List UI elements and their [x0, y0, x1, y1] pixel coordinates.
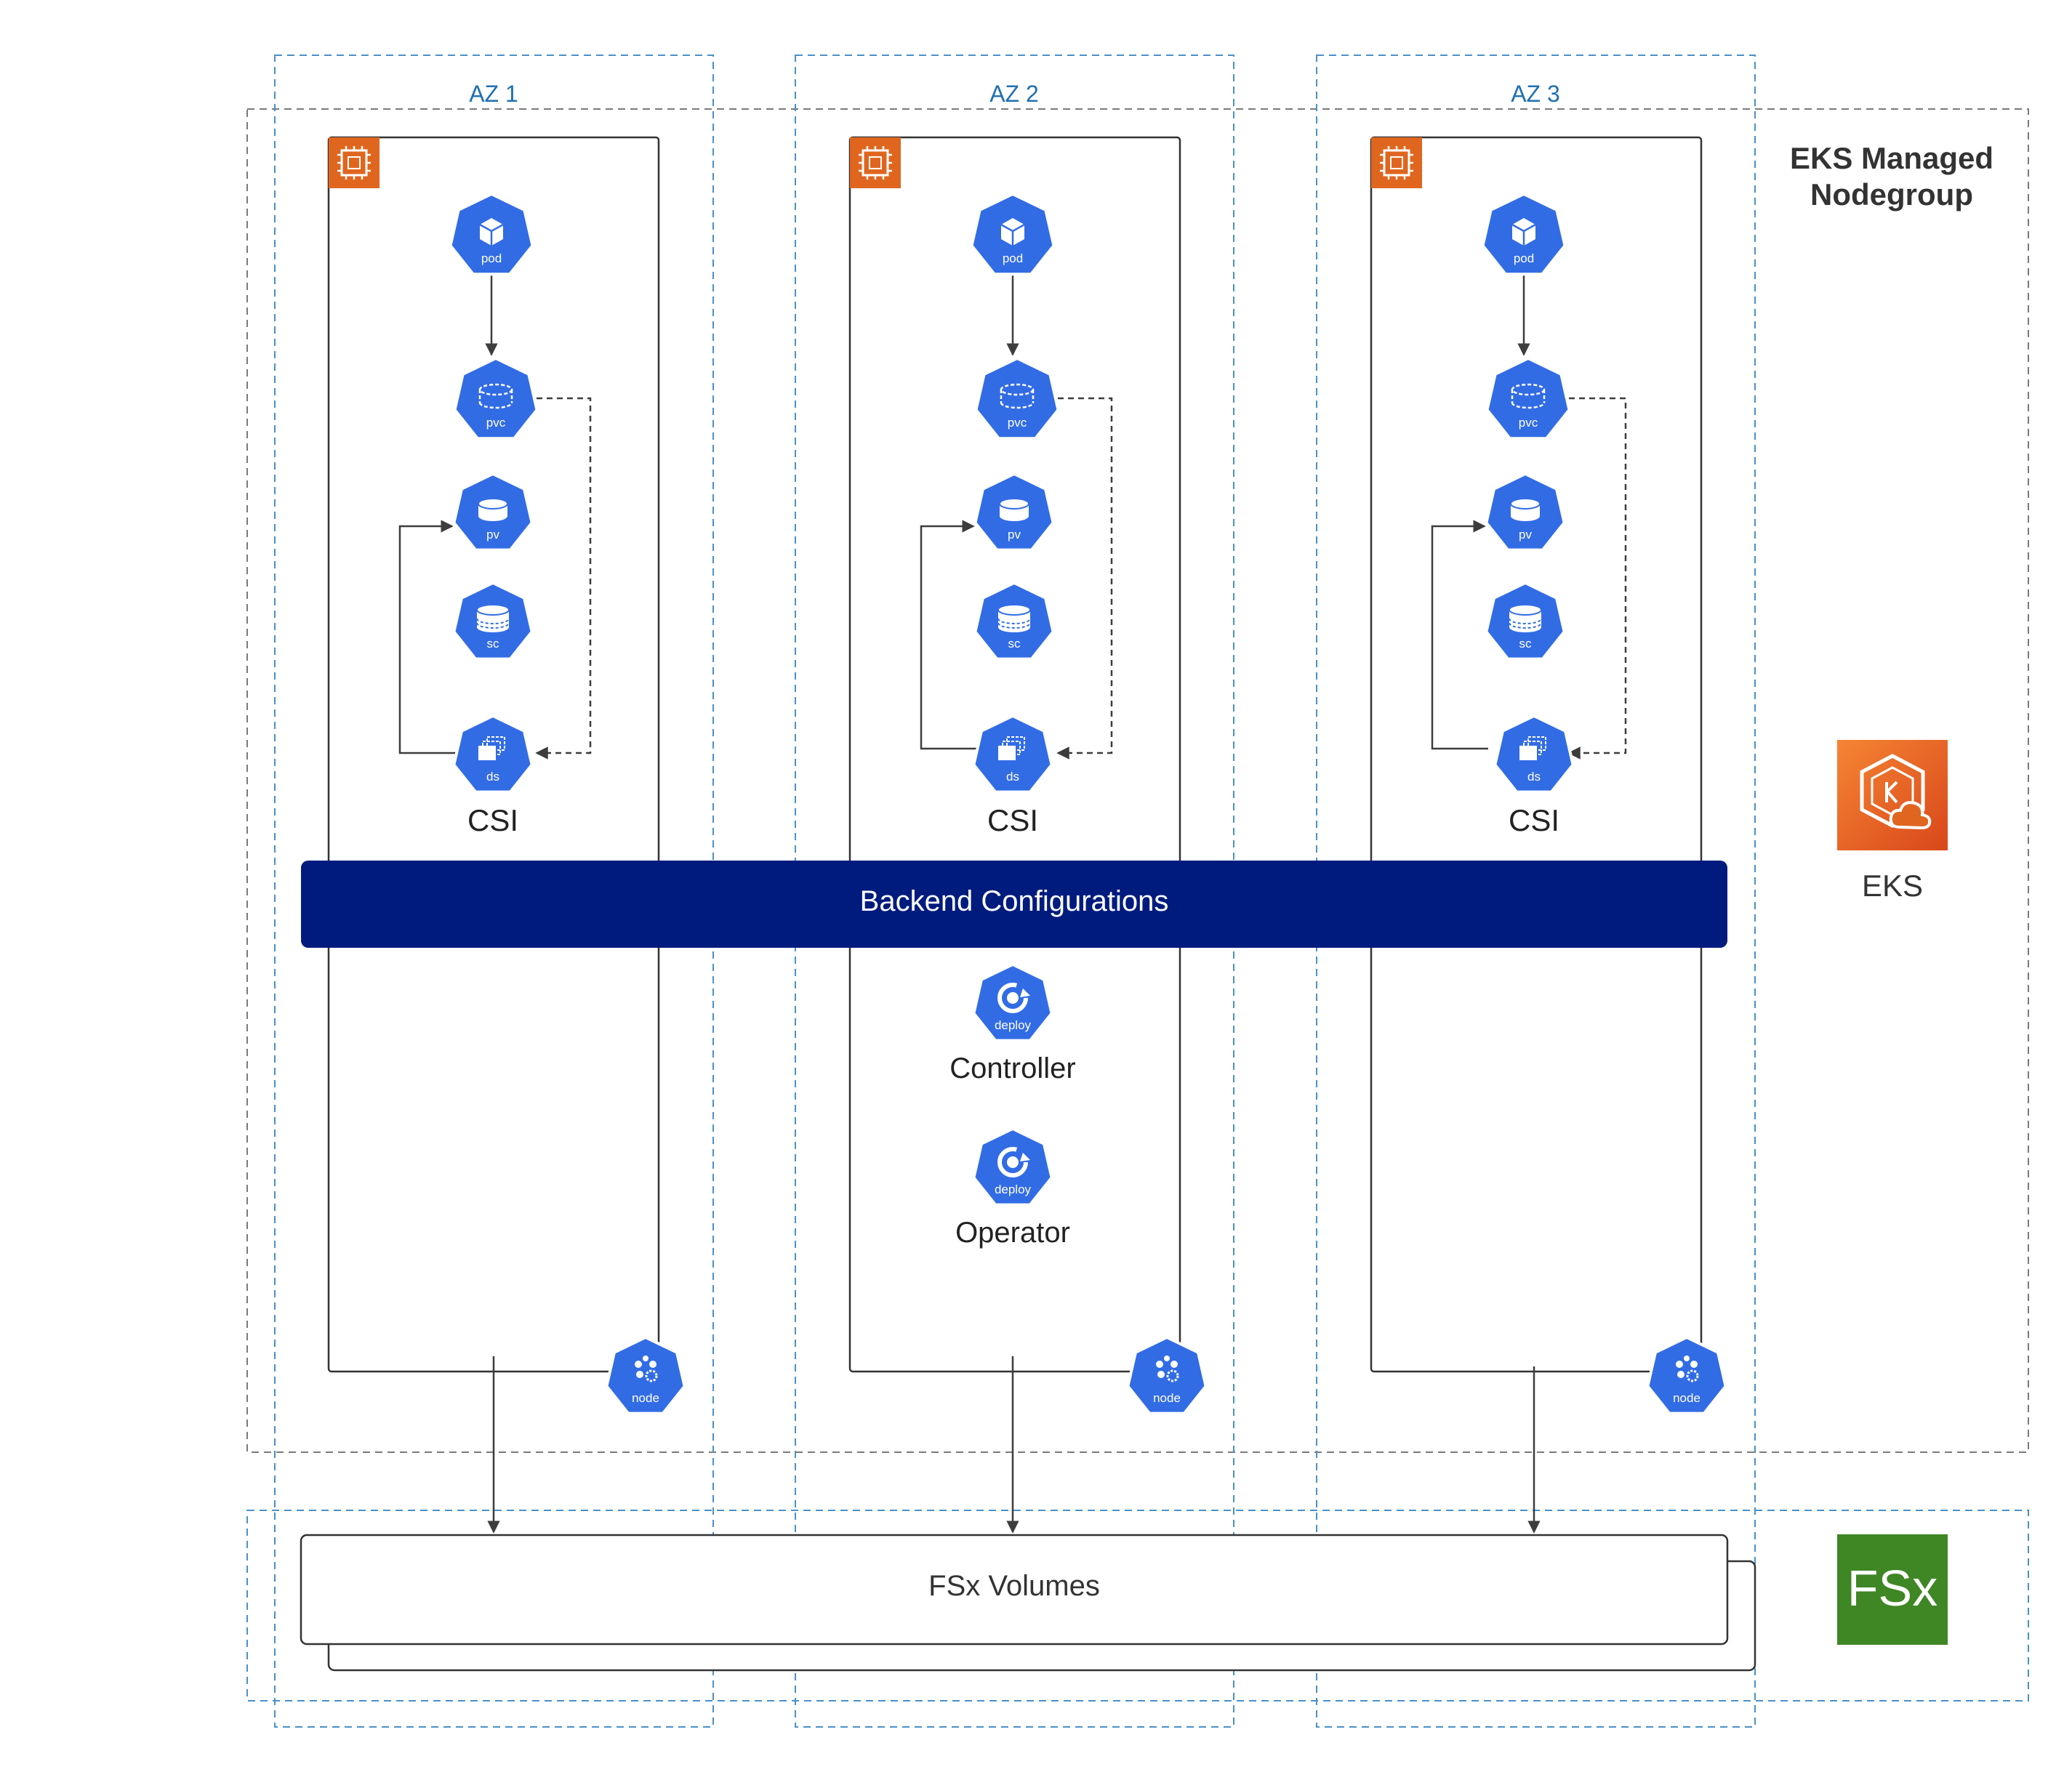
- k8s-pvc-label: pvc: [1008, 416, 1027, 430]
- nodegroup-boundary: [246, 108, 2029, 1453]
- csi-label-az3: CSI: [1509, 803, 1559, 837]
- k8s-ds-icon: ds: [452, 714, 534, 794]
- az-label-3: AZ 3: [1511, 81, 1560, 107]
- k8s-pod-label: pod: [481, 251, 502, 265]
- az-label-1: AZ 1: [469, 81, 518, 107]
- az2-connectors: [920, 275, 1113, 1534]
- csi-label-az1: CSI: [467, 803, 518, 837]
- k8s-sc-label: sc: [487, 637, 500, 651]
- fsx-boundary: [246, 1510, 2029, 1701]
- k8s-deploy-icon: deploy: [972, 1127, 1053, 1207]
- nodegroup-title-line2: Nodegroup: [1810, 177, 1973, 212]
- k8s-ds-icon: ds: [1493, 714, 1575, 794]
- k8s-sc-label: sc: [1008, 637, 1021, 651]
- eks-icon: [1837, 740, 1948, 850]
- k8s-deploy-label: deploy: [995, 1018, 1032, 1032]
- ec2-instance-icon: [329, 137, 380, 188]
- k8s-node-icon: node: [1646, 1336, 1727, 1415]
- k8s-pv-icon: pv: [1485, 472, 1566, 552]
- k8s-ds-icon: ds: [972, 714, 1053, 794]
- k8s-node-label: node: [632, 1391, 659, 1405]
- k8s-ds-label: ds: [486, 770, 499, 784]
- csi-label-az2: CSI: [987, 803, 1038, 837]
- k8s-node-icon: node: [605, 1336, 686, 1415]
- k8s-pod-icon: pod: [1481, 193, 1567, 276]
- fsx-volumes-label: FSx Volumes: [928, 1570, 1100, 1602]
- fsx-logo-text: FSx: [1847, 1560, 1938, 1616]
- backend-configurations-label: Backend Configurations: [860, 885, 1169, 917]
- k8s-ds-label: ds: [1006, 770, 1019, 784]
- k8s-pvc-label: pvc: [486, 416, 506, 430]
- backend-configurations-bar: Backend Configurations: [301, 861, 1727, 948]
- k8s-pvc-icon: pvc: [453, 357, 539, 440]
- az-label-2: AZ 2: [989, 81, 1039, 107]
- k8s-sc-icon: sc: [973, 581, 1055, 661]
- k8s-node-icon: node: [1126, 1336, 1208, 1415]
- fsx-volumes: FSx Volumes: [300, 1534, 1756, 1672]
- az3-connectors: [1431, 275, 1627, 1534]
- ec2-instance-icon: [850, 137, 901, 188]
- k8s-node-label: node: [1673, 1391, 1700, 1405]
- k8s-pvc-label: pvc: [1519, 416, 1538, 430]
- az-zone-3: AZ 3: [1316, 55, 1756, 1728]
- k8s-pvc-icon: pvc: [1485, 357, 1571, 440]
- k8s-pv-icon: pv: [452, 472, 534, 552]
- k8s-pv-label: pv: [1008, 528, 1021, 541]
- fsx-icon: FSx: [1837, 1534, 1948, 1645]
- k8s-deploy-label: deploy: [995, 1183, 1032, 1196]
- k8s-deploy-icon: deploy: [972, 963, 1053, 1042]
- k8s-sc-label: sc: [1519, 637, 1533, 651]
- k8s-pod-label: pod: [1514, 251, 1534, 265]
- k8s-ds-label: ds: [1527, 770, 1541, 784]
- operator-label: Operator: [955, 1217, 1070, 1249]
- ec2-instance-icon: [1371, 137, 1422, 188]
- k8s-pv-label: pv: [1519, 528, 1532, 541]
- k8s-pv-label: pv: [486, 528, 499, 541]
- az1-connectors: [398, 275, 592, 1534]
- controller-label: Controller: [949, 1052, 1075, 1084]
- k8s-sc-icon: sc: [452, 581, 534, 661]
- k8s-pod-label: pod: [1003, 251, 1023, 265]
- k8s-pod-icon: pod: [970, 193, 1056, 276]
- k8s-pod-icon: pod: [449, 193, 534, 276]
- nodegroup-title-line1: EKS Managed: [1790, 141, 1993, 175]
- eks-label: EKS: [1862, 869, 1923, 903]
- k8s-sc-icon: sc: [1485, 581, 1566, 661]
- k8s-node-label: node: [1153, 1391, 1181, 1405]
- k8s-pvc-icon: pvc: [974, 357, 1060, 440]
- k8s-pv-icon: pv: [973, 472, 1055, 552]
